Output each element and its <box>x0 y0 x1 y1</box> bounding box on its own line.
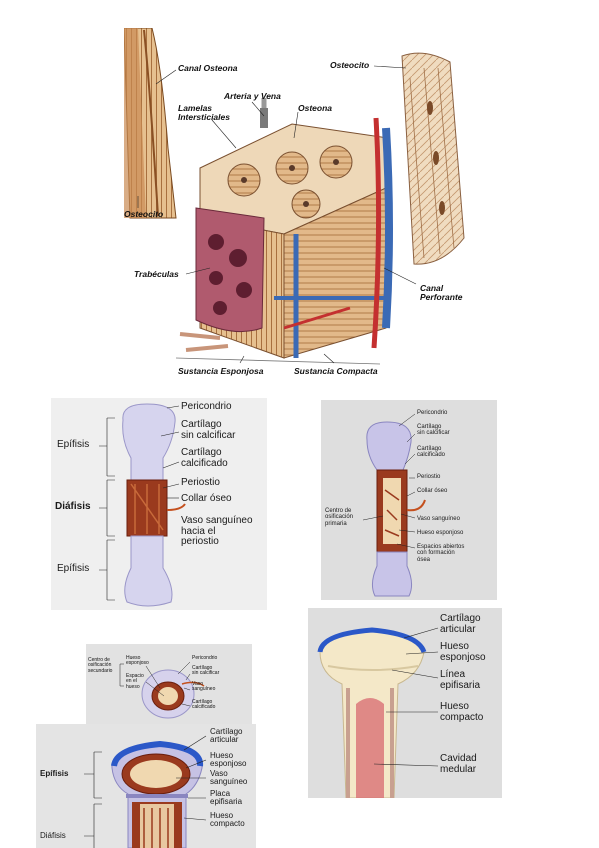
label-diafisis: Diáfisis <box>55 501 91 512</box>
label-sustancia-esponjosa: Sustancia Esponjosa <box>178 366 264 376</box>
epiphyseal-plate-illustration <box>84 735 207 848</box>
label-espacio-4: Espacio en el hueso <box>126 673 144 690</box>
figure-cartilage-model: Pericondrio Cartílago sin calcificar Car… <box>51 398 267 610</box>
label-linea-6: Línea epifisaria <box>440 669 481 691</box>
label-placa-5: Placa epifisaria <box>210 789 243 807</box>
label-osteona: Osteona <box>298 103 333 113</box>
bone-structure-illustration <box>124 28 465 365</box>
figure-bone-structure: Canal Osteona Osteocito Arteria y Vena L… <box>124 28 474 390</box>
label-cartilago-sin-3: Cartílago sin calcificar <box>417 424 450 437</box>
label-canal-perforante: Canal Perforante <box>420 283 463 302</box>
cartilage-model-illustration <box>99 403 186 607</box>
label-epifisis-top: Epífisis <box>57 439 90 450</box>
label-pericondrio: Pericondrio <box>181 401 232 412</box>
primary-ossification-illustration <box>362 413 426 597</box>
label-trabeculas: Trabéculas <box>134 269 179 279</box>
label-cartilago-art-5: Cartílago articular <box>210 727 243 745</box>
label-collar: Collar óseo <box>181 493 232 504</box>
label-periostio-3: Periostio <box>417 474 441 480</box>
figure-epiphyseal-plate: Cartílago articular Hueso esponjoso Vaso… <box>36 724 256 848</box>
label-hueso-esp-4: Hueso esponjoso <box>126 655 149 667</box>
label-canal-osteona: Canal Osteona <box>178 63 238 73</box>
adult-bone-illustration <box>317 627 439 798</box>
label-centro-3: Centro de osificación primaria <box>325 508 354 527</box>
secondary-ossification-illustration <box>119 661 205 719</box>
label-vaso: Vaso sanguíneo hacia el periostio <box>181 515 253 547</box>
leader-lines <box>137 65 417 364</box>
label-pericondrio-4: Pericondrio <box>192 655 218 661</box>
label-cartilago-calc: Cartílago calcificado <box>181 447 228 469</box>
figure-primary-ossification: Pericondrio Cartílago sin calcificar Car… <box>321 400 497 600</box>
label-hueso-esp-5: Hueso esponjoso <box>210 751 247 769</box>
label-lamelas: Lamelas Intersticiales <box>178 103 230 122</box>
label-collar-3: Collar óseo <box>417 488 448 494</box>
label-cartilago-calc-3: Cartílago calcificado <box>417 446 446 459</box>
bone-block <box>179 98 393 359</box>
label-pericondrio-3: Pericondrio <box>417 410 448 416</box>
label-sustancia-compacta: Sustancia Compacta <box>294 366 378 376</box>
label-osteocito-left: Osteocito <box>124 209 164 219</box>
figure-adult-bone: Cartílago articular Hueso esponjoso Líne… <box>308 608 502 798</box>
label-vaso-4: Vaso sanguíneo <box>192 681 216 693</box>
label-hueso-comp-6: Hueso compacto <box>440 701 484 723</box>
label-diafisis-5: Diáfisis <box>40 831 66 840</box>
osteon-cutaway <box>124 28 177 219</box>
figure-secondary-ossification: Centro de osificación secundario Hueso e… <box>86 644 252 724</box>
label-hueso-esp-3: Hueso esponjoso <box>417 530 464 536</box>
label-hueso-esp-6: Hueso esponjoso <box>440 641 486 663</box>
label-epifisis-bottom: Epífisis <box>57 563 90 574</box>
label-hueso-comp-5: Hueso compacto <box>210 811 245 829</box>
label-cavidad-6: Cavidad medular <box>440 753 477 775</box>
label-vaso-3: Vaso sanguíneo <box>417 516 460 522</box>
label-cartilago-art-6: Cartílago articular <box>440 613 481 635</box>
label-cartilago-sin: Cartílago sin calcificar <box>181 419 236 441</box>
label-espacios-3: Espacios abiertos con formación ósea <box>417 544 465 563</box>
label-cartilago-calc-4: Cartílago calcificado <box>192 699 216 711</box>
osteocyte-panel <box>401 52 465 265</box>
label-osteocito-top: Osteocito <box>330 60 370 70</box>
label-epifisis-5: Epífisis <box>40 769 69 778</box>
label-arteria-vena: Arteria y Vena <box>224 91 281 101</box>
label-cartilago-sin-4: Cartílago sin calcificar <box>192 665 220 677</box>
label-centro-sec-4: Centro de osificación secundario <box>88 657 113 674</box>
label-vaso-5: Vaso sanguíneo <box>210 769 248 787</box>
label-periostio: Periostio <box>181 477 220 488</box>
